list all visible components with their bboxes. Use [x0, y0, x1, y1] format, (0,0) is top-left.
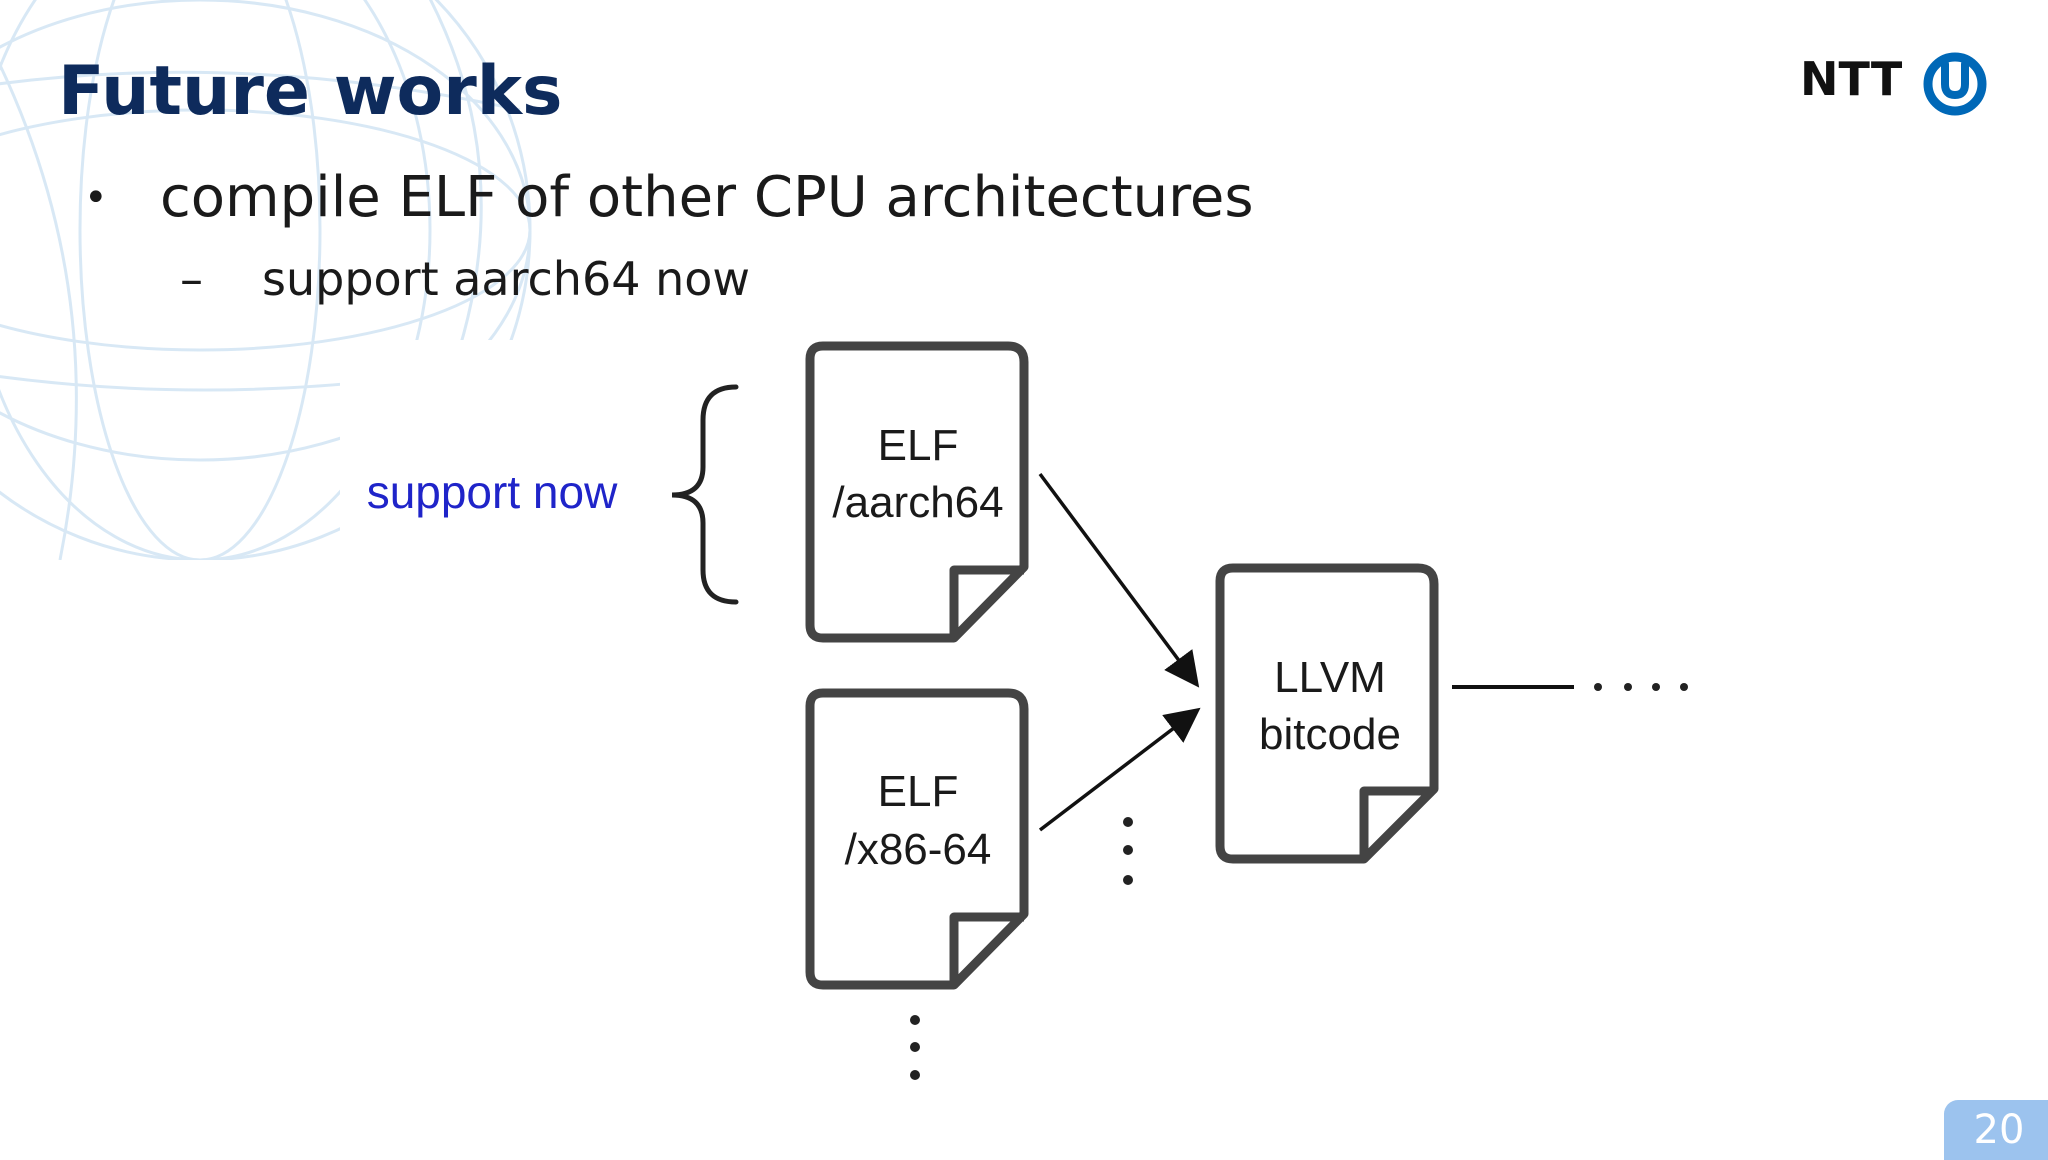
- bullet-marker: •: [84, 174, 108, 221]
- file-aarch64-line2: /aarch64: [832, 478, 1003, 527]
- vertical-ellipsis-files: [910, 1015, 920, 1080]
- llvm-line1: LLVM: [1274, 653, 1386, 702]
- file-x86-line1: ELF: [878, 767, 959, 816]
- curly-brace: [671, 384, 739, 605]
- file-elf-x86-64: ELF /x86-64: [805, 688, 1029, 990]
- file-x86-line2: /x86-64: [845, 825, 992, 874]
- support-now-label: support now: [367, 466, 618, 518]
- background-globe: [0, 0, 620, 600]
- sub-bullet-marker: –: [180, 252, 203, 306]
- arrow-x86-to-llvm: [1038, 707, 1201, 832]
- continuation-dots: [1594, 683, 1688, 691]
- ntt-ring-icon: [1923, 52, 1987, 116]
- logo-text: NTT: [1800, 52, 1903, 106]
- page-number-badge: 20: [1944, 1100, 2048, 1160]
- file-llvm-bitcode: LLVM bitcode: [1215, 563, 1439, 864]
- sub-bullet-item: – support aarch64 now: [180, 252, 750, 306]
- vertical-ellipsis-arrows: [1123, 817, 1133, 885]
- sub-bullet-text: support aarch64 now: [262, 252, 751, 306]
- ntt-logo: NTT: [1800, 50, 2000, 125]
- file-aarch64-line1: ELF: [878, 421, 959, 470]
- slide-title: Future works: [58, 52, 563, 131]
- bullet-item: • compile ELF of other CPU architectures: [84, 165, 1254, 230]
- bullet-text: compile ELF of other CPU architectures: [160, 165, 1254, 230]
- arrow-aarch64-to-llvm: [1038, 472, 1200, 688]
- llvm-line2: bitcode: [1259, 710, 1401, 759]
- file-elf-aarch64: ELF /aarch64: [805, 341, 1029, 643]
